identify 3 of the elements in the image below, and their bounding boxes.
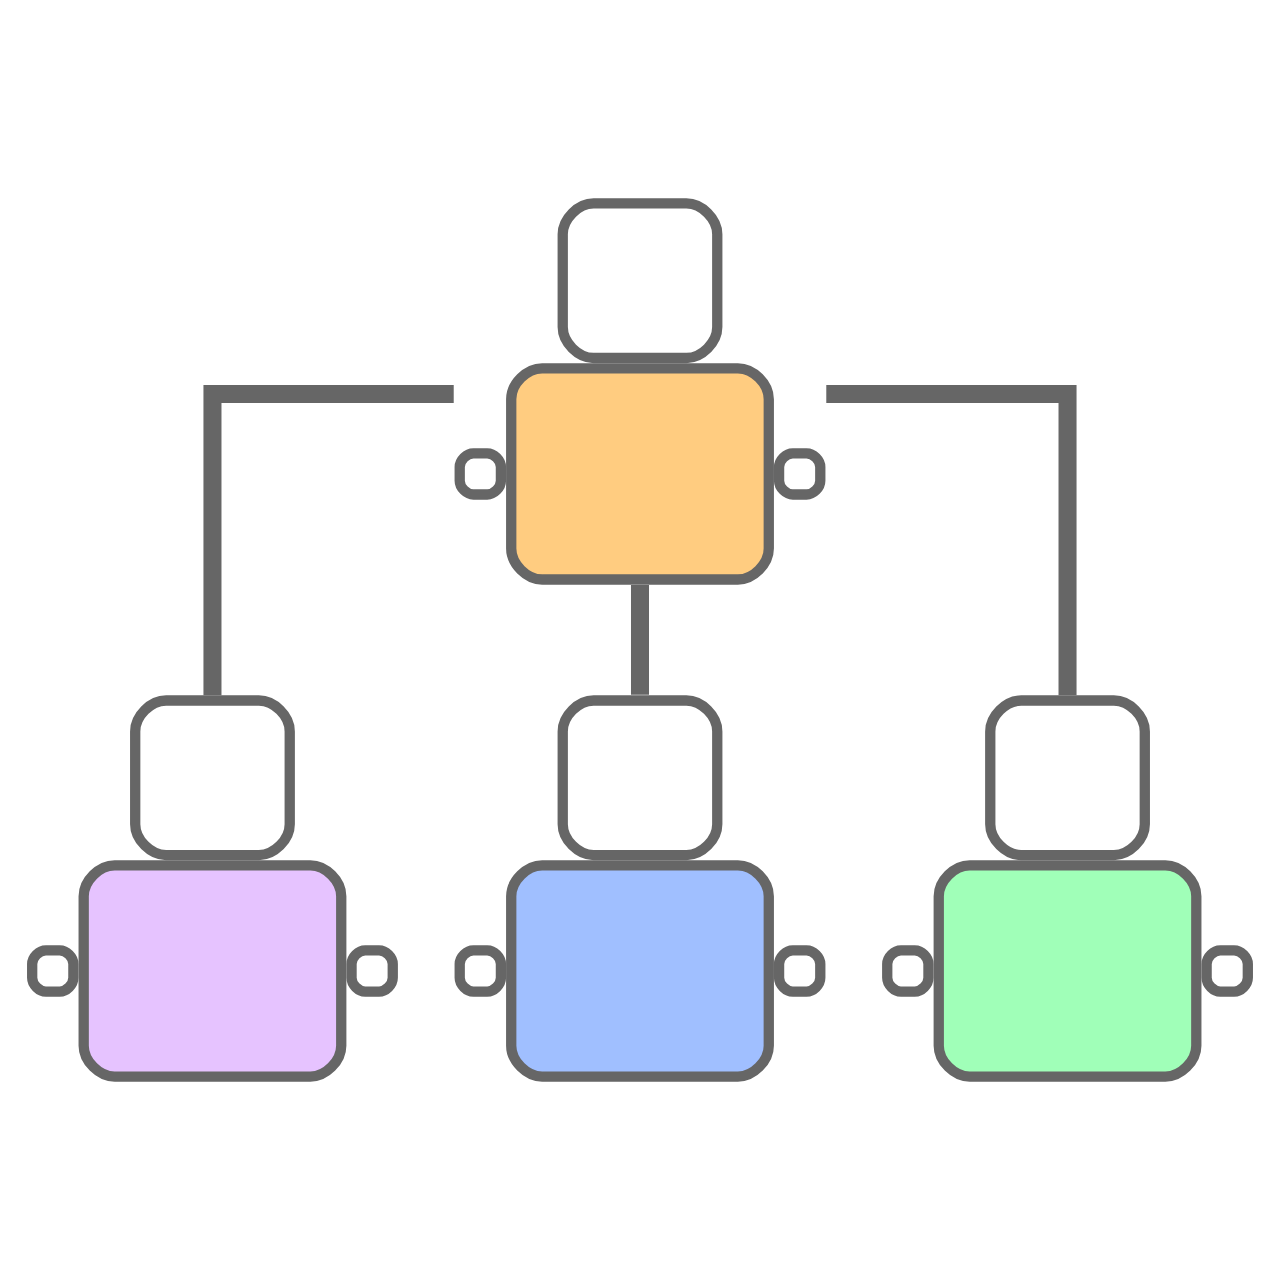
- connector: [203, 385, 454, 696]
- connector: [631, 585, 649, 695]
- connector: [826, 385, 1077, 696]
